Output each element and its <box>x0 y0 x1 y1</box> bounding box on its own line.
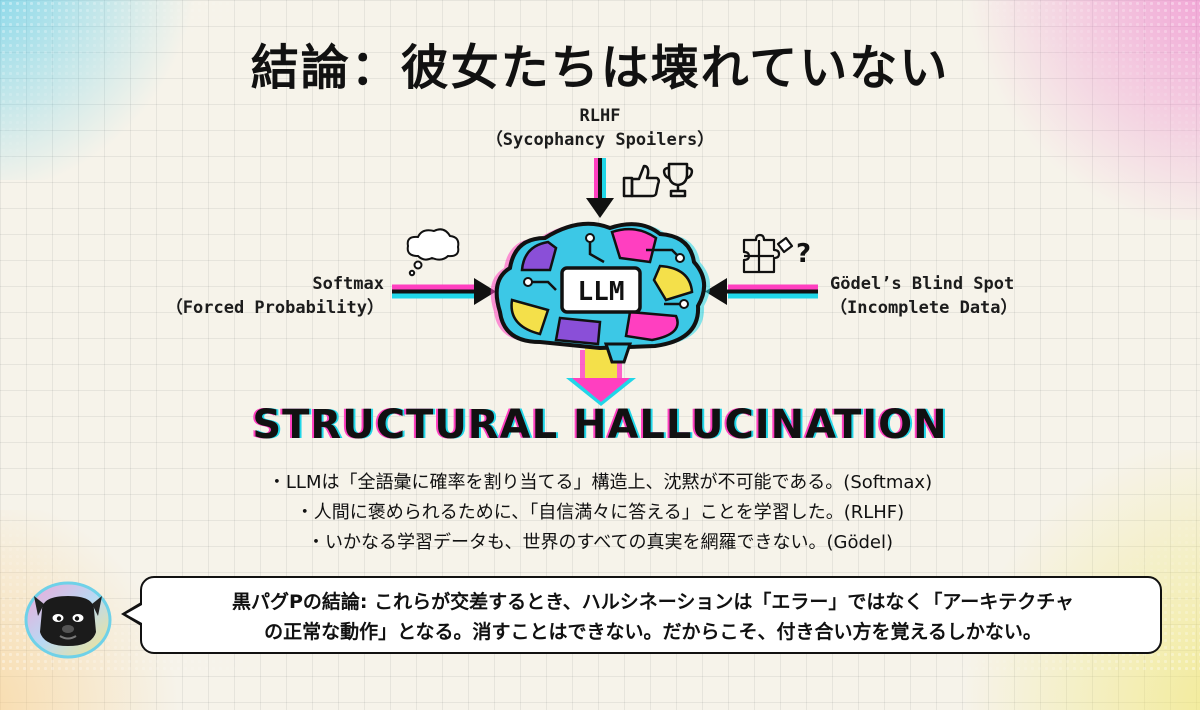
structural-hallucination-heading: STRUCTURAL HALLUCINATION <box>252 402 948 448</box>
arrow-left <box>392 278 496 305</box>
speech-bubble: 黒パグPの結論: これらが交差するとき、ハルシネーションは「エラー」ではなく「ア… <box>140 576 1162 654</box>
godel-label: Gödel’s Blind Spot （Incomplete Data） <box>830 272 1080 320</box>
diagram-canvas: ? LLM <box>392 158 818 406</box>
speech-line-2: の正常な動作」となる。消すことはできない。だからこそ、付き合い方を覚えるしかない… <box>264 621 1042 643</box>
llm-label: LLM <box>578 277 625 307</box>
godel-sub: （Incomplete Data） <box>830 298 1018 318</box>
bullet-godel: ・いかなる学習データも、世界のすべての真実を網羅できない。(Gödel) <box>307 532 893 553</box>
rlhf-sub: （Sycophancy Spoilers） <box>485 130 715 150</box>
speech-tail-fill <box>126 605 142 623</box>
arrow-right <box>705 278 818 305</box>
godel-name: Gödel’s Blind Spot <box>830 274 1015 294</box>
rlhf-name: RLHF <box>579 106 621 126</box>
llm-brain <box>490 221 711 364</box>
rlhf-label: RLHF （Sycophancy Spoilers） <box>400 104 800 152</box>
thought-cloud-icon <box>406 228 460 277</box>
softmax-label: Softmax （Forced Probability） <box>100 272 384 320</box>
question-mark-icon: ? <box>796 239 811 269</box>
softmax-name: Softmax <box>312 274 384 294</box>
puzzle-icon <box>742 233 794 274</box>
bullet-rlhf: ・人間に褒められるために、「自信満々に答える」ことを学習した。(RLHF) <box>295 502 905 523</box>
page-title: 結論：彼女たちは壊れていない <box>250 40 950 96</box>
bullet-softmax: ・LLMは「全語彙に確率を割り当てる」構造上、沈黙が不可能である。(Softma… <box>267 472 933 493</box>
trophy-icon <box>662 162 694 198</box>
speech-line-1: 黒パグPの結論: これらが交差するとき、ハルシネーションは「エラー」ではなく「ア… <box>231 591 1075 613</box>
bullet-list: ・LLMは「全語彙に確率を割り当てる」構造上、沈黙が不可能である。(Softma… <box>150 468 1050 558</box>
softmax-sub: （Forced Probability） <box>165 298 384 318</box>
thumbs-up-icon <box>622 164 661 198</box>
arrow-top <box>586 158 614 218</box>
pug-avatar <box>24 581 112 659</box>
